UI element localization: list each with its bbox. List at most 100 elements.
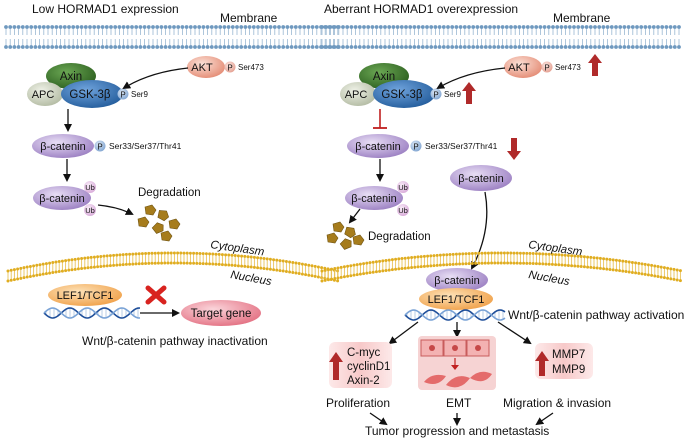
right-arrow-degradation [348, 208, 361, 224]
left-block-x-icon [145, 285, 167, 305]
right-title: Aberrant HORMAD1 overexpression [324, 2, 518, 16]
left-axin-label: Axin [60, 71, 82, 83]
right-akt-label: AKT [508, 62, 530, 74]
right-genes-box-2 [535, 343, 593, 379]
right-free-bcatenin [450, 165, 512, 191]
right-mesenchymal-cells [424, 371, 492, 388]
left-ser33-label: Ser33/Ser37/Thr41 [109, 141, 182, 151]
left-akt-phospho [224, 61, 236, 73]
left-bcat-p-label: P [97, 143, 102, 152]
right-gsk3b-label: GSK-3β [381, 89, 423, 101]
right-ub-1-label: Ub [398, 183, 408, 192]
left-degradation-label: Degradation [138, 187, 201, 199]
left-phospho-bcatenin [32, 134, 94, 158]
right-ser9-label: Ser9 [444, 90, 461, 99]
right-panel: Aberrant HORMAD1 overexpression Membrane… [320, 2, 684, 438]
right-akt-to-gsk-arrow [436, 67, 506, 90]
right-arrow-prolif-outcome [369, 412, 388, 426]
left-membrane-label: Membrane [220, 11, 278, 25]
left-apc [27, 82, 63, 106]
left-gsk3b [61, 80, 123, 108]
right-apc-label: APC [345, 89, 368, 101]
right-ub-2-label: Ub [398, 206, 408, 215]
left-apc-label: APC [32, 89, 55, 101]
left-gsk-phospho [117, 88, 129, 100]
right-cell-membrane [320, 25, 681, 49]
left-cell-membrane [4, 25, 340, 49]
right-gene-cmyc: C-myc [347, 347, 380, 359]
right-gsk-p-label: P [433, 91, 438, 100]
right-akt [504, 56, 542, 78]
left-dna-helix [43, 307, 141, 319]
right-bcat-label-4: β-catenin [434, 275, 479, 287]
right-bcat-phospho [410, 140, 422, 152]
right-ub-2 [397, 204, 409, 216]
left-ub-2-label: Ub [85, 206, 95, 215]
right-membrane-label: Membrane [553, 11, 611, 25]
right-degradation-label: Degradation [368, 231, 431, 243]
right-phospho-bcatenin [347, 134, 409, 158]
right-genes-1-up-arrow-icon [329, 352, 343, 380]
right-bcat-label-3: β-catenin [458, 173, 503, 185]
right-ub-1 [397, 181, 409, 193]
right-degradation-debris [326, 221, 365, 252]
left-panel: Low HORMAD1 expression Membrane Axin APC… [4, 2, 340, 348]
right-gene-mmp9: MMP9 [552, 364, 585, 376]
right-proliferation-label: Proliferation [326, 396, 390, 410]
left-ser9-label: Ser9 [131, 90, 148, 99]
left-lef1-tcf1 [48, 284, 122, 306]
left-ub-1-label: Ub [85, 183, 95, 192]
left-pathway-label: Wnt/β-catenin pathway inactivation [82, 334, 268, 348]
left-degradation-debris [137, 204, 181, 242]
right-nucleus-label: Nucleus [527, 269, 570, 288]
right-bcat-p-label: P [413, 143, 418, 152]
right-ser473-up-arrow-icon [588, 54, 602, 76]
right-axin-label: Axin [373, 71, 395, 83]
left-akt-p-label: P [227, 64, 232, 73]
left-arrow-degradation [97, 204, 134, 215]
left-ub-bcatenin [33, 186, 91, 210]
left-target-gene [181, 300, 261, 326]
left-bcat-label-2: β-catenin [39, 193, 84, 205]
right-ser33-down-arrow-icon [507, 138, 521, 160]
left-ub-2 [84, 204, 96, 216]
right-gsk-phospho [430, 88, 442, 100]
right-lef-label: LEF1/TCF1 [428, 294, 485, 306]
right-nuclear-membrane [320, 251, 682, 283]
right-arrow-migration-outcome [535, 412, 554, 426]
left-gsk3b-label: GSK-3β [69, 89, 111, 101]
right-gene-axin2: Axin-2 [347, 375, 380, 387]
right-emt-arrowhead [451, 365, 459, 370]
right-lef1-tcf1 [419, 288, 493, 310]
right-inhibition-bar [373, 109, 387, 129]
left-ub-1 [84, 181, 96, 193]
right-bcat-label-2: β-catenin [351, 193, 396, 205]
right-apc [340, 82, 376, 106]
left-gsk-p-label: P [120, 91, 125, 100]
left-akt [187, 56, 225, 78]
right-ser33-label: Ser33/Ser37/Thr41 [425, 141, 498, 151]
right-gsk3b [373, 80, 435, 108]
right-genes-box-1 [329, 342, 392, 388]
right-migration-label: Migration & invasion [503, 396, 611, 410]
right-arrow-to-nucleus [471, 191, 488, 270]
left-nuclear-membrane [6, 251, 340, 283]
left-target-label: Target gene [191, 308, 252, 320]
right-akt-p-label: P [544, 64, 549, 73]
left-lef-label: LEF1/TCF1 [57, 290, 114, 302]
right-emt-label: EMT [446, 396, 472, 410]
right-genes-2-up-arrow-icon [535, 351, 549, 376]
right-ser9-up-arrow-icon [462, 82, 476, 104]
right-arrow-to-mmp [497, 321, 532, 345]
left-ser473-label: Ser473 [238, 63, 264, 72]
left-akt-to-gsk-arrow [122, 67, 189, 90]
right-gene-cyclind1: cyclinD1 [347, 361, 390, 373]
right-pathway-label: Wnt/β-catenin pathway activation [508, 308, 684, 322]
right-dna-helix [404, 309, 506, 321]
right-ub-bcatenin [345, 186, 403, 210]
left-bcat-label-1: β-catenin [40, 141, 85, 153]
left-nucleus-label: Nucleus [229, 269, 272, 288]
left-title: Low HORMAD1 expression [32, 2, 179, 16]
right-nuclear-bcatenin [426, 268, 488, 292]
